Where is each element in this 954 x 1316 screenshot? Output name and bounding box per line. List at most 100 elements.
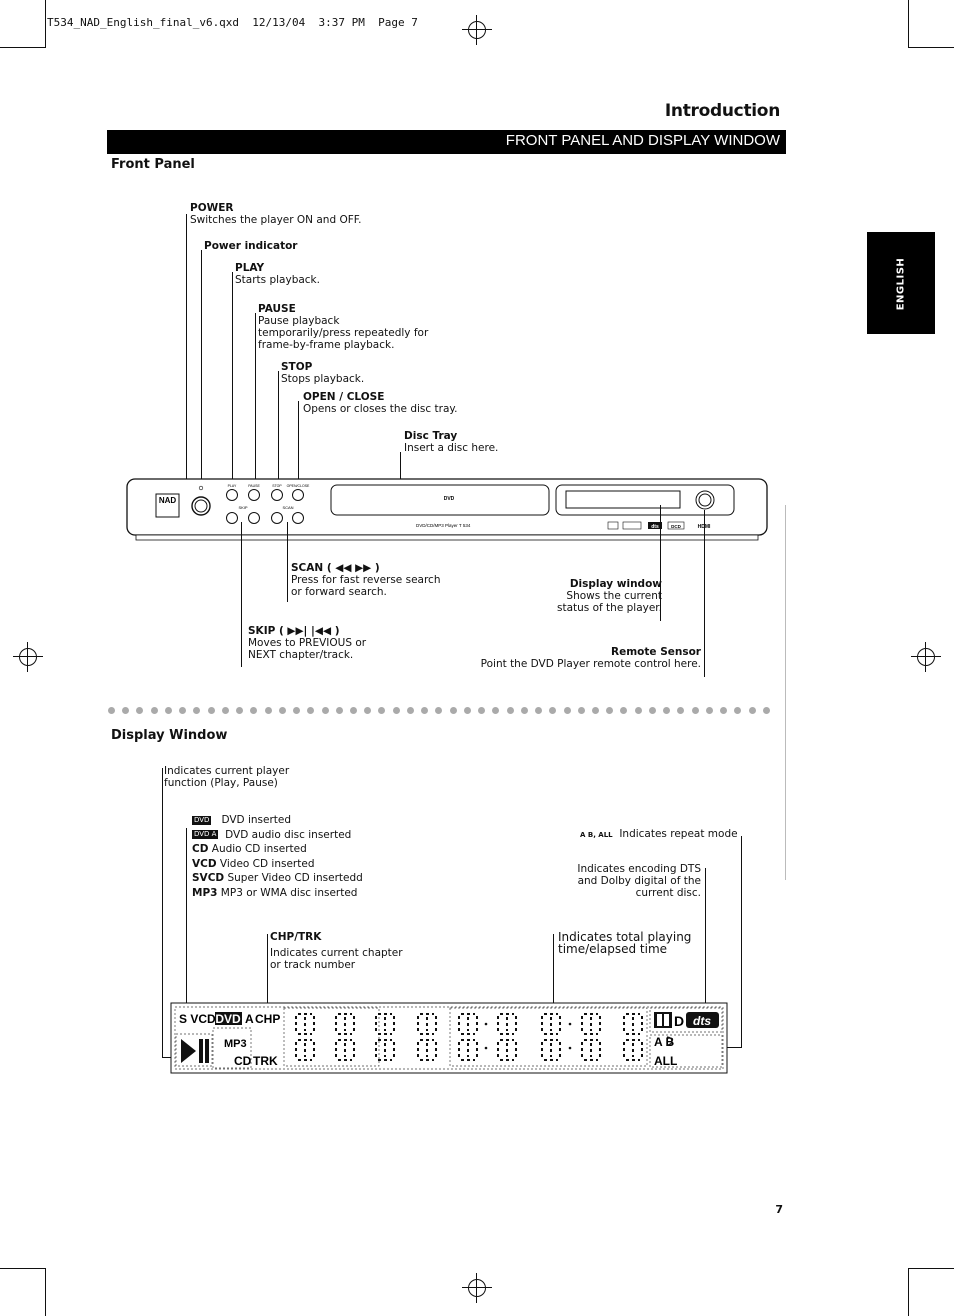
lcd-a: A (245, 1012, 254, 1026)
separator-dot (193, 707, 201, 714)
language-tab-label: ENGLISH (895, 257, 907, 311)
mp3-tag: MP3 (192, 886, 218, 899)
skip-next-button (248, 512, 260, 524)
dvd-desc: DVD inserted (221, 814, 292, 826)
display-window-title: Display Window (111, 728, 228, 743)
leader-line (705, 868, 706, 1008)
separator-dot (606, 707, 614, 714)
lcd-dts-box (686, 1012, 719, 1028)
lcd-colon-dot (484, 1022, 488, 1026)
separator-dot (392, 707, 400, 714)
leader-line (255, 313, 256, 489)
leader-line (298, 401, 299, 489)
separator-dot (648, 707, 656, 714)
power-indicator-label: Power indicator (204, 240, 298, 252)
lcd-disc-box (212, 1027, 252, 1069)
separator-dot (492, 707, 500, 714)
remote-sensor-desc: Point the DVD Player remote control here… (480, 658, 701, 670)
separator-dot (677, 707, 685, 714)
lcd-dvd-box (215, 1012, 242, 1025)
cd-tag: CD (192, 843, 209, 855)
separator-dot (278, 707, 286, 714)
lcd-dolby-label: D (674, 1013, 684, 1029)
separator-dot (734, 707, 742, 714)
scan-rev-button (271, 512, 283, 524)
dvd-tag: DVD (192, 815, 212, 825)
separator-dot (421, 707, 429, 714)
lcd-dolby-mark (654, 1012, 672, 1028)
separator-dot (236, 707, 244, 714)
power-indicator-callout: Power indicator (204, 240, 297, 252)
crop-mark (909, 47, 954, 48)
function-callout: Indicates current player function (Play,… (164, 765, 294, 789)
pause-callout: PAUSE Pause playback temporarily/press r… (258, 303, 433, 351)
separator-dot (535, 707, 543, 714)
leader-line (704, 510, 705, 677)
leader-line (186, 828, 187, 1018)
separator-dot (762, 707, 770, 714)
svcd-desc: Super Video CD insertedd (227, 872, 363, 884)
model-text: DVD/CD/MP3 Player T 534 (416, 523, 471, 528)
lcd-all: ALL (654, 1054, 677, 1068)
disc-tray-callout: Disc Tray Insert a disc here. (404, 430, 498, 454)
skip-caption: SKIP (238, 505, 247, 510)
lcd-trk: TRK (253, 1054, 278, 1068)
lcd-display-illustration: S VCD DVD A CHP MP3 CD TRK D dts A B ALL (170, 1002, 728, 1074)
repeat-callout: A B, ALL Indicates repeat mode (580, 828, 738, 841)
skip-prev-button (226, 512, 238, 524)
lcd-dvd: DVD (215, 1012, 241, 1026)
leader-line (287, 522, 288, 602)
play-label: PLAY (235, 262, 265, 274)
stop-desc: Stops playback. (281, 373, 365, 385)
separator-dot (591, 707, 599, 714)
vcd-desc: Video CD inserted (219, 857, 315, 870)
brand-plate (155, 493, 180, 518)
lcd-dolby-d (657, 1014, 662, 1026)
power-desc: Switches the player ON and OFF. (190, 214, 362, 226)
leader-line (186, 214, 187, 507)
disc-type-vcd: VCD Video CD inserted (192, 857, 363, 872)
disc-tray-desc: Insert a disc here. (404, 442, 499, 454)
separator-dot (520, 707, 528, 714)
lcd-digits (295, 1013, 643, 1061)
function-desc: Indicates current player function (Play,… (164, 765, 290, 789)
vcd-tag: VCD (192, 857, 217, 870)
scan-callout: SCAN ( ◀◀ ▶▶ ) Press for fast reverse se… (291, 562, 441, 598)
leader-line (722, 1047, 742, 1048)
pause-label: PAUSE (258, 303, 296, 315)
separator-dot (108, 707, 115, 714)
separator-dot (207, 707, 215, 714)
player-base (135, 534, 759, 541)
display-window-label: Display window (569, 578, 662, 590)
open-close-button (292, 489, 304, 501)
registration-mark (13, 642, 43, 672)
play-caption: PLAY (228, 484, 237, 488)
front-panel-title: Front Panel (111, 157, 195, 172)
pause-caption: PAUSE (248, 484, 260, 488)
lcd-colon-dot (568, 1022, 572, 1026)
separator-dot (293, 707, 301, 714)
disc-type-mp3: MP3 MP3 or WMA disc inserted (192, 886, 363, 901)
separator-dot (463, 707, 471, 714)
separator-dot (705, 707, 713, 714)
total-time-desc: Indicates total playing time/elapsed tim… (558, 930, 692, 956)
power-button-inner (194, 499, 208, 513)
disc-type-dvd: DVD DVD inserted (192, 813, 363, 828)
crop-mark (908, 0, 909, 48)
power-callout: POWER Switches the player ON and OFF. (190, 202, 361, 226)
leader-line (232, 272, 233, 489)
play-callout: PLAY Starts playback. (235, 262, 320, 286)
lcd-dolby-d (664, 1014, 669, 1026)
dcd-logo-box (667, 521, 685, 530)
display-window-desc: Shows the current status of the player. (556, 590, 662, 614)
leader-line (241, 522, 242, 667)
separator-dot (264, 707, 272, 714)
lcd-colon-dot (484, 1046, 488, 1050)
pause-button (248, 489, 260, 501)
dvd-audio-desc: DVD audio disc inserted (225, 828, 352, 841)
lcd-cd: CD (234, 1054, 252, 1068)
open-close-desc: Opens or closes the disc tray. (303, 403, 458, 415)
stop-button (271, 489, 283, 501)
separator-dot (663, 707, 671, 714)
separator-dot (150, 707, 158, 714)
